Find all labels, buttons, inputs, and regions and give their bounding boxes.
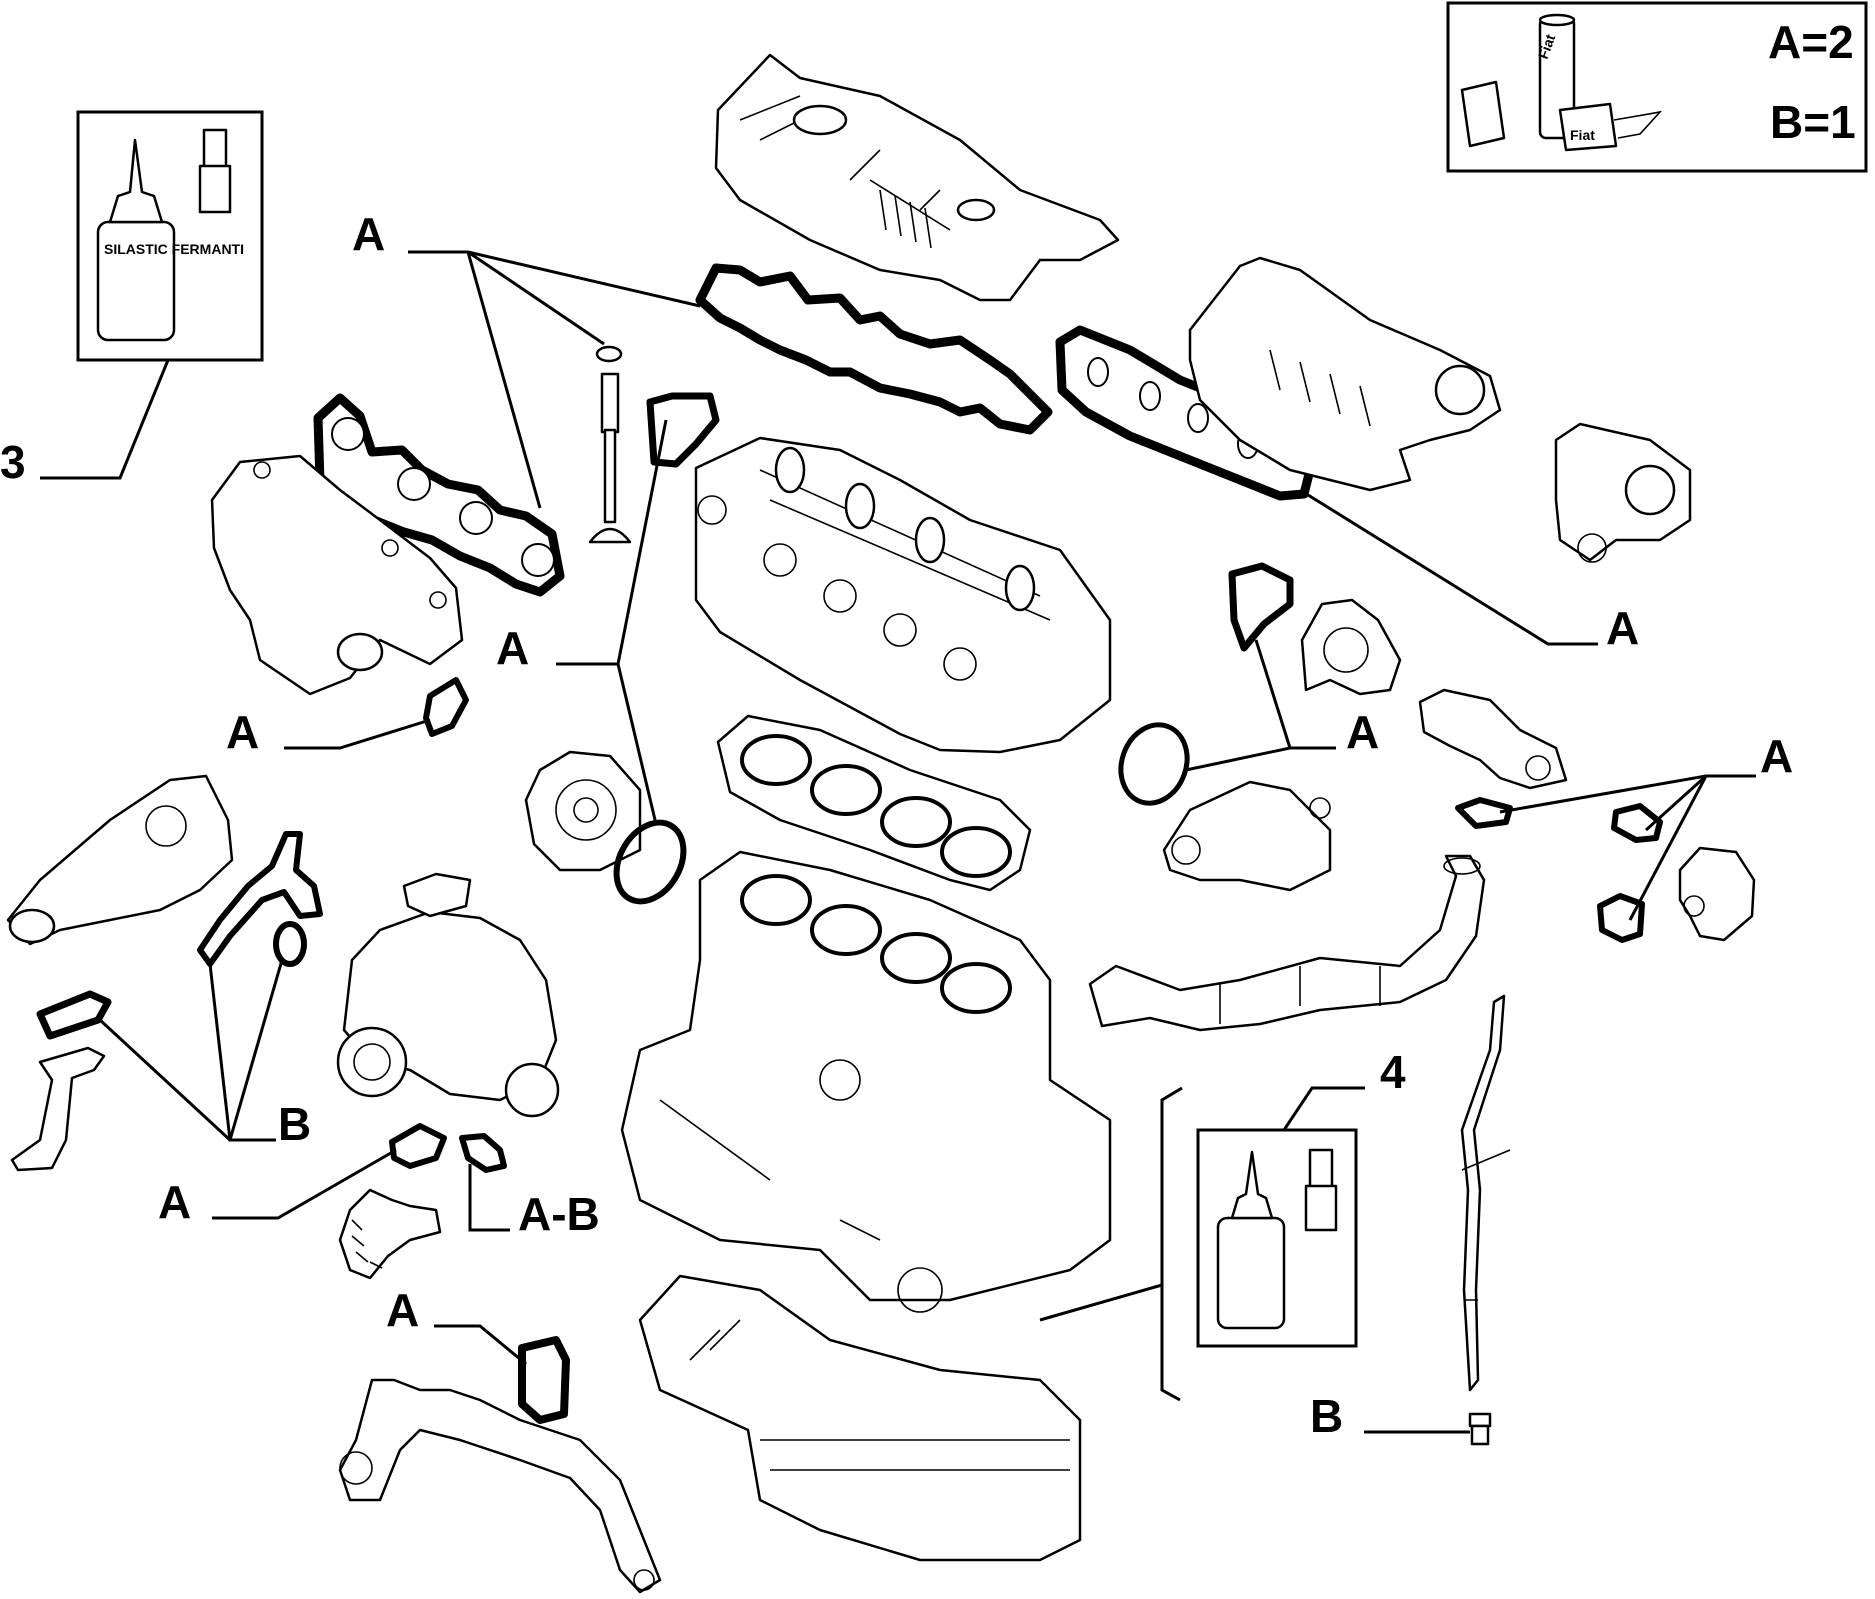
callout-a-thermostat: A — [1346, 706, 1379, 758]
oil-strainer-gasket — [36, 990, 112, 1040]
throttle-body — [1554, 422, 1692, 563]
callout-a-intake: A — [1606, 602, 1639, 654]
turbo-oil-hose — [338, 1188, 442, 1280]
valve-and-stem-seal — [588, 345, 632, 544]
callout-kit-4: 4 — [1380, 1046, 1406, 1098]
vacuum-pump — [1300, 598, 1402, 696]
oil-pump-housing — [6, 774, 234, 946]
coolant-pipe — [338, 1378, 662, 1594]
callout-ab-turbo-oil: A-B — [518, 1188, 600, 1240]
timing-cover-gasket — [197, 831, 323, 967]
sealant-kit-4: 4 — [1039, 1046, 1406, 1402]
turbo-gasket-1 — [389, 1123, 447, 1169]
drain-plug — [1468, 1412, 1492, 1446]
exhaust-manifold — [210, 454, 464, 696]
egr-gasket-right-small — [1455, 797, 1513, 829]
callout-a-water-pump: A — [496, 622, 529, 674]
legend-line-b: B=1 — [1770, 96, 1856, 148]
legend-line-a: A=2 — [1768, 16, 1854, 68]
valve-cover-gasket — [695, 263, 1053, 435]
turbo-gasket-2 — [459, 1133, 507, 1173]
egr-flange-gasket-left — [423, 677, 469, 737]
thermostat-o-ring — [1118, 722, 1190, 806]
legend-box: Fiat Fiat A=2 B=1 — [1446, 1, 1868, 173]
callout-kit-3: 3 — [0, 436, 26, 488]
engine-block — [620, 850, 1112, 1313]
sealant-kit-3: SILASTIC FERMANTI 3 — [0, 110, 264, 488]
water-pump-o-ring — [613, 819, 687, 905]
leader-lines — [98, 250, 1756, 1434]
dipstick-tube — [1460, 994, 1511, 1392]
callout-b-dipstick: B — [1310, 1390, 1343, 1442]
egr-pipe — [1088, 854, 1486, 1032]
callout-b-oil-pump: B — [278, 1098, 311, 1150]
water-pump — [524, 750, 642, 872]
callout-a-valve-cover: A — [352, 208, 385, 260]
cylinder-head-gasket — [716, 714, 1032, 892]
crankshaft-seal — [273, 921, 307, 967]
egr-gasket-right-2 — [1597, 893, 1645, 943]
valve-cover — [714, 53, 1120, 302]
intake-manifold — [1188, 256, 1502, 492]
egr-gasket-right-1 — [1611, 803, 1663, 843]
callout-a-egr-right: A — [1760, 730, 1793, 782]
oil-strainer — [10, 1046, 106, 1172]
callout-a-turbo: A — [158, 1176, 191, 1228]
kit-3-bottle-label: SILASTIC FERMANTI — [104, 241, 244, 257]
cylinder-head — [694, 436, 1112, 754]
legend-product-label-2: Fiat — [1570, 127, 1595, 143]
egr-valve — [1418, 688, 1568, 790]
callout-a-egr-flange: A — [226, 706, 259, 758]
vacuum-pump-gasket — [1228, 562, 1294, 652]
turbocharger — [336, 872, 560, 1118]
oil-pan — [638, 1274, 1082, 1562]
legend-product-icon: Fiat Fiat — [1460, 13, 1663, 152]
thermostat-housing — [1162, 780, 1332, 892]
egr-elbow-right — [1678, 846, 1756, 942]
coolant-pipe-gasket — [518, 1336, 570, 1424]
callout-a-coolant-pipe: A — [386, 1284, 419, 1336]
